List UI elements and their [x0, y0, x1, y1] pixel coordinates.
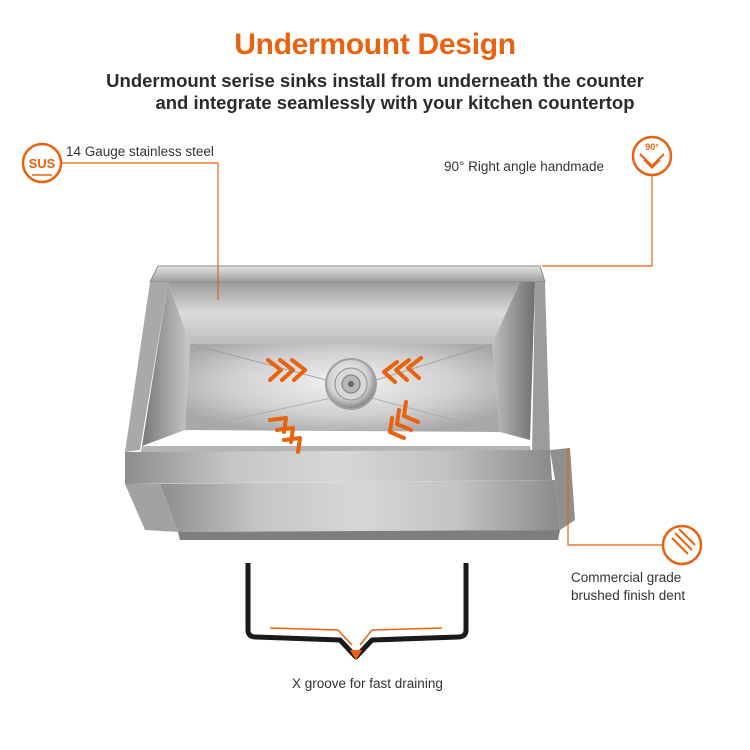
- sus-icon-text: SUS: [29, 156, 56, 171]
- label-finish-line-1: Commercial grade: [571, 570, 682, 585]
- label-finish-line-2: brushed finish dent: [571, 588, 686, 603]
- subtitle-line-2: and integrate seamlessly with your kitch…: [155, 92, 635, 113]
- page-subtitle: Undermount serise sinks install from und…: [0, 70, 750, 114]
- x-groove-profile: [245, 563, 469, 660]
- callout-angle: 90°: [542, 135, 673, 267]
- brushed-finish-icon: [661, 524, 703, 566]
- arrow-lower-right: [388, 400, 420, 440]
- arrow-lower-left: [268, 416, 302, 454]
- label-groove: X groove for fast draining: [292, 676, 443, 691]
- right-angle-icon-text: 90°: [645, 142, 659, 152]
- sus-icon: [21, 142, 63, 184]
- label-material: 14 Gauge stainless steel: [66, 144, 214, 159]
- drain-flow-arrows: [266, 356, 423, 454]
- callout-material: SUS: [21, 142, 219, 300]
- page-title: Undermount Design: [234, 28, 516, 61]
- label-angle: 90° Right angle handmade: [444, 159, 605, 174]
- arrow-upper-right: [382, 356, 423, 384]
- label-finish: Commercial grade brushed finish dent: [571, 569, 685, 605]
- arrow-upper-left: [266, 358, 307, 382]
- callout-finish: [567, 448, 703, 566]
- drain-strainer: [325, 358, 377, 410]
- right-angle-icon: [631, 135, 673, 177]
- subtitle-line-1: Undermount serise sinks install from und…: [106, 70, 644, 91]
